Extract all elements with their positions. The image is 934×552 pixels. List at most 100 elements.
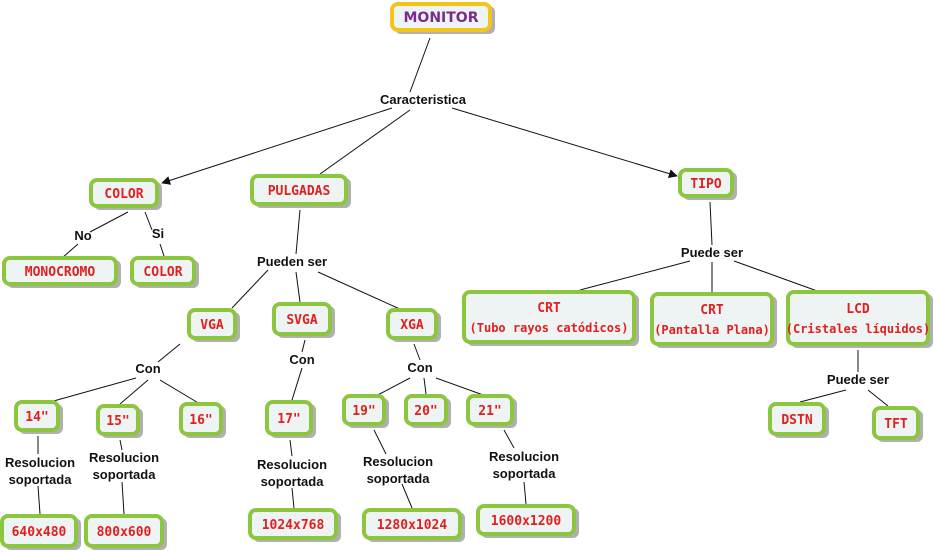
node-label: MONOCROMO	[25, 265, 96, 280]
connector-line	[867, 389, 889, 407]
node-box	[14, 400, 60, 432]
node-label: 14"	[25, 410, 48, 425]
connector-line	[523, 481, 527, 505]
node-box	[2, 256, 118, 286]
node-label: CRT(Tubo rayos catódicos)	[470, 301, 629, 335]
concept-node-n17[interactable]: 17"	[265, 400, 316, 438]
node-box	[342, 394, 386, 426]
connector-line	[413, 343, 421, 361]
connector-line	[799, 389, 847, 403]
connector-line	[319, 109, 411, 175]
connector-line	[144, 211, 153, 231]
connector-line	[401, 483, 413, 509]
node-box	[84, 514, 164, 548]
node-box	[650, 292, 774, 346]
connector-line	[451, 107, 678, 178]
node-label: PULGADAS	[268, 184, 331, 199]
node-box	[265, 400, 313, 436]
node-box	[179, 402, 223, 436]
node-label: 16"	[189, 413, 212, 428]
connector-line	[37, 485, 41, 515]
node-box	[476, 504, 576, 536]
node-box	[362, 508, 462, 540]
node-box	[248, 508, 338, 540]
connector-line	[231, 269, 269, 309]
connector-line	[49, 377, 137, 403]
node-box	[872, 406, 920, 440]
connector-line	[289, 439, 293, 457]
concept-node-n16[interactable]: 16"	[179, 402, 226, 438]
connector-line	[119, 439, 123, 451]
connector-line	[317, 271, 403, 311]
connector-line	[409, 37, 431, 93]
concept-node-r1600[interactable]: 1600x1200	[476, 504, 579, 538]
concept-node-n14[interactable]: 14"	[14, 400, 63, 434]
concept-node-n21[interactable]: 21"	[466, 394, 517, 428]
concept-node-monocromo[interactable]: MONOCROMO	[2, 256, 121, 288]
node-label: 19"	[352, 404, 375, 419]
concept-node-svga[interactable]: SVGA	[272, 302, 335, 338]
connector-line	[157, 343, 181, 363]
node-label: TFT	[884, 417, 908, 432]
link-label-si: Si	[152, 226, 164, 241]
connector-line	[61, 243, 79, 259]
concept-node-r640[interactable]: 640x480	[0, 514, 81, 550]
node-label: MONITOR	[404, 10, 479, 26]
connector-line	[373, 429, 387, 455]
node-box	[250, 174, 348, 206]
link-label-pueden-ser: Pueden ser	[257, 254, 327, 269]
concept-node-color[interactable]: COLOR	[89, 178, 162, 210]
concept-node-n19[interactable]: 19"	[342, 394, 389, 428]
concept-node-crt2[interactable]: CRT(Pantalla Plana)	[650, 292, 777, 348]
node-box	[462, 290, 636, 344]
connector-line	[295, 209, 301, 255]
node-box	[187, 308, 237, 340]
node-box	[272, 302, 332, 336]
connector-line	[121, 481, 125, 515]
node-box	[89, 178, 159, 208]
concept-node-r1024[interactable]: 1024x768	[248, 508, 341, 542]
node-box	[386, 308, 438, 340]
concept-node-color2[interactable]: COLOR	[130, 256, 199, 288]
concept-node-r800[interactable]: 800x600	[84, 514, 167, 550]
node-label: 1280x1024	[377, 518, 448, 533]
concept-node-pulgadas[interactable]: PULGADAS	[250, 174, 351, 208]
concept-node-xga[interactable]: XGA	[386, 308, 441, 342]
concept-node-r1280[interactable]: 1280x1024	[362, 508, 465, 542]
connector-line	[295, 271, 301, 303]
node-box	[390, 2, 492, 32]
node-label: SVGA	[286, 313, 317, 328]
connector-line	[579, 260, 691, 291]
node-box	[404, 394, 448, 426]
node-label: VGA	[200, 318, 224, 333]
link-label-con-svga: Con	[289, 352, 314, 367]
node-label: 20"	[414, 404, 437, 419]
concept-node-crt1[interactable]: CRT(Tubo rayos catódicos)	[462, 290, 639, 346]
node-box	[466, 394, 514, 426]
concept-node-tipo[interactable]: TIPO	[678, 168, 737, 200]
node-label: 1600x1200	[491, 514, 562, 529]
connector-line	[119, 379, 149, 405]
node-label: COLOR	[104, 187, 143, 202]
concept-node-n20[interactable]: 20"	[404, 394, 451, 428]
node-box	[130, 256, 196, 286]
connector-line	[89, 211, 129, 233]
connector-line	[291, 367, 303, 401]
node-label: TIPO	[690, 177, 721, 192]
concept-node-tft[interactable]: TFT	[872, 406, 923, 442]
node-box	[0, 514, 78, 548]
link-label-con-xga: Con	[407, 360, 432, 375]
concept-node-n15[interactable]: 15"	[96, 404, 143, 438]
link-label-puede-ser-lcd: Puede ser	[827, 372, 889, 387]
concept-node-monitor[interactable]: MONITOR	[390, 2, 495, 34]
node-label: DSTN	[781, 413, 812, 428]
node-label: COLOR	[143, 265, 182, 280]
concept-node-vga[interactable]: VGA	[187, 308, 240, 342]
concept-node-lcd[interactable]: LCD(Cristales líquidos)	[786, 290, 933, 348]
concept-node-dstn[interactable]: DSTN	[768, 402, 829, 438]
